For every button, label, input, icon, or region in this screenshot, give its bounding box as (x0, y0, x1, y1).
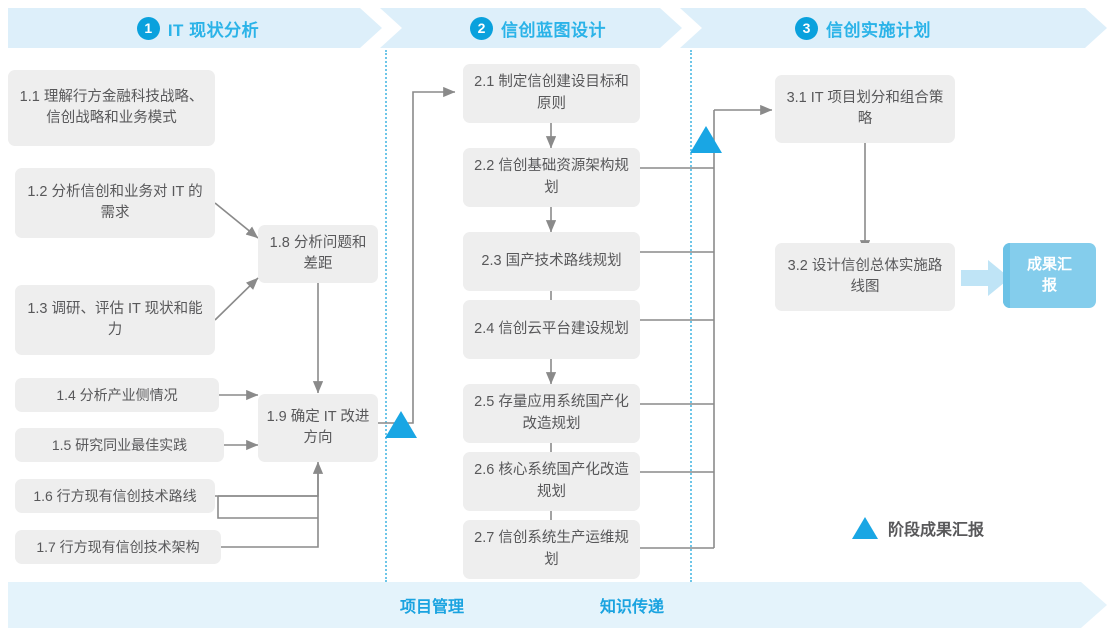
task-box-3-1[interactable]: 3.1 IT 项目划分和组合策略 (775, 75, 955, 143)
phase-2-number: 2 (470, 16, 493, 40)
bottom-item-knowledge-transfer[interactable]: 知识传递 (600, 582, 664, 628)
task-box-2-2[interactable]: 2.2 信创基础资源架构规划 (463, 148, 640, 207)
task-box-2-7[interactable]: 2.7 信创系统生产运维规划 (463, 520, 640, 579)
phase-divider-right (690, 50, 692, 582)
legend: 阶段成果汇报 (852, 516, 984, 540)
task-box-1-1[interactable]: 1.1 理解行方金融科技战略、信创战略和业务模式 (8, 70, 215, 146)
bottom-item-label-0: 项目管理 (400, 599, 465, 616)
phase-header-bar: 1 IT 现状分析 2 信创蓝图设计 3 信创实施计划 (8, 8, 1107, 48)
milestone-marker-phase1 (385, 411, 417, 438)
result-report-box[interactable]: 成果汇报 (1003, 243, 1096, 308)
phase-3-header[interactable]: 3 信创实施计划 (698, 8, 1028, 48)
task-box-3-2[interactable]: 3.2 设计信创总体实施路线图 (775, 243, 955, 311)
phase-1-header[interactable]: 1 IT 现状分析 (8, 8, 388, 48)
task-box-1-5[interactable]: 1.5 研究同业最佳实践 (15, 428, 224, 462)
task-box-2-6[interactable]: 2.6 核心系统国产化改造规划 (463, 452, 640, 511)
phase-3-title: 信创实施计划 (826, 20, 931, 40)
task-box-1-9[interactable]: 1.9 确定 IT 改进方向 (258, 394, 378, 462)
phase-2-title: 信创蓝图设计 (501, 20, 606, 40)
task-box-1-3[interactable]: 1.3 调研、评估 IT 现状和能力 (15, 285, 215, 355)
phase-band-shape (8, 8, 1107, 48)
blue-triangle-icon (852, 517, 878, 539)
task-box-2-1[interactable]: 2.1 制定信创建设目标和原则 (463, 64, 640, 123)
task-box-1-4[interactable]: 1.4 分析产业侧情况 (15, 378, 219, 412)
task-box-2-3[interactable]: 2.3 国产技术路线规划 (463, 232, 640, 291)
task-box-2-5[interactable]: 2.5 存量应用系统国产化改造规划 (463, 384, 640, 443)
bottom-item-project-management[interactable]: 项目管理 (400, 582, 464, 628)
phase-divider-left (385, 50, 387, 582)
task-box-1-8[interactable]: 1.8 分析问题和差距 (258, 225, 378, 283)
result-report-label: 成果汇报 (1027, 256, 1073, 294)
legend-label: 阶段成果汇报 (888, 522, 985, 539)
bottom-item-label-1: 知识传递 (600, 599, 665, 616)
task-box-2-4[interactable]: 2.4 信创云平台建设规划 (463, 300, 640, 359)
bottom-band-shape (8, 582, 1107, 628)
task-box-1-7[interactable]: 1.7 行方现有信创技术架构 (15, 530, 221, 564)
task-box-1-2[interactable]: 1.2 分析信创和业务对 IT 的需求 (15, 168, 215, 238)
task-box-1-6[interactable]: 1.6 行方现有信创技术路线 (15, 479, 215, 513)
milestone-marker-phase2 (690, 126, 722, 153)
phase-2-header[interactable]: 2 信创蓝图设计 (398, 8, 678, 48)
bottom-swimlane-bar: 项目管理 知识传递 (8, 582, 1107, 628)
phase-1-number: 1 (136, 16, 160, 40)
phase-1-title: IT 现状分析 (167, 20, 260, 40)
phase-3-number: 3 (795, 16, 818, 40)
result-box-edge (1003, 243, 1010, 308)
